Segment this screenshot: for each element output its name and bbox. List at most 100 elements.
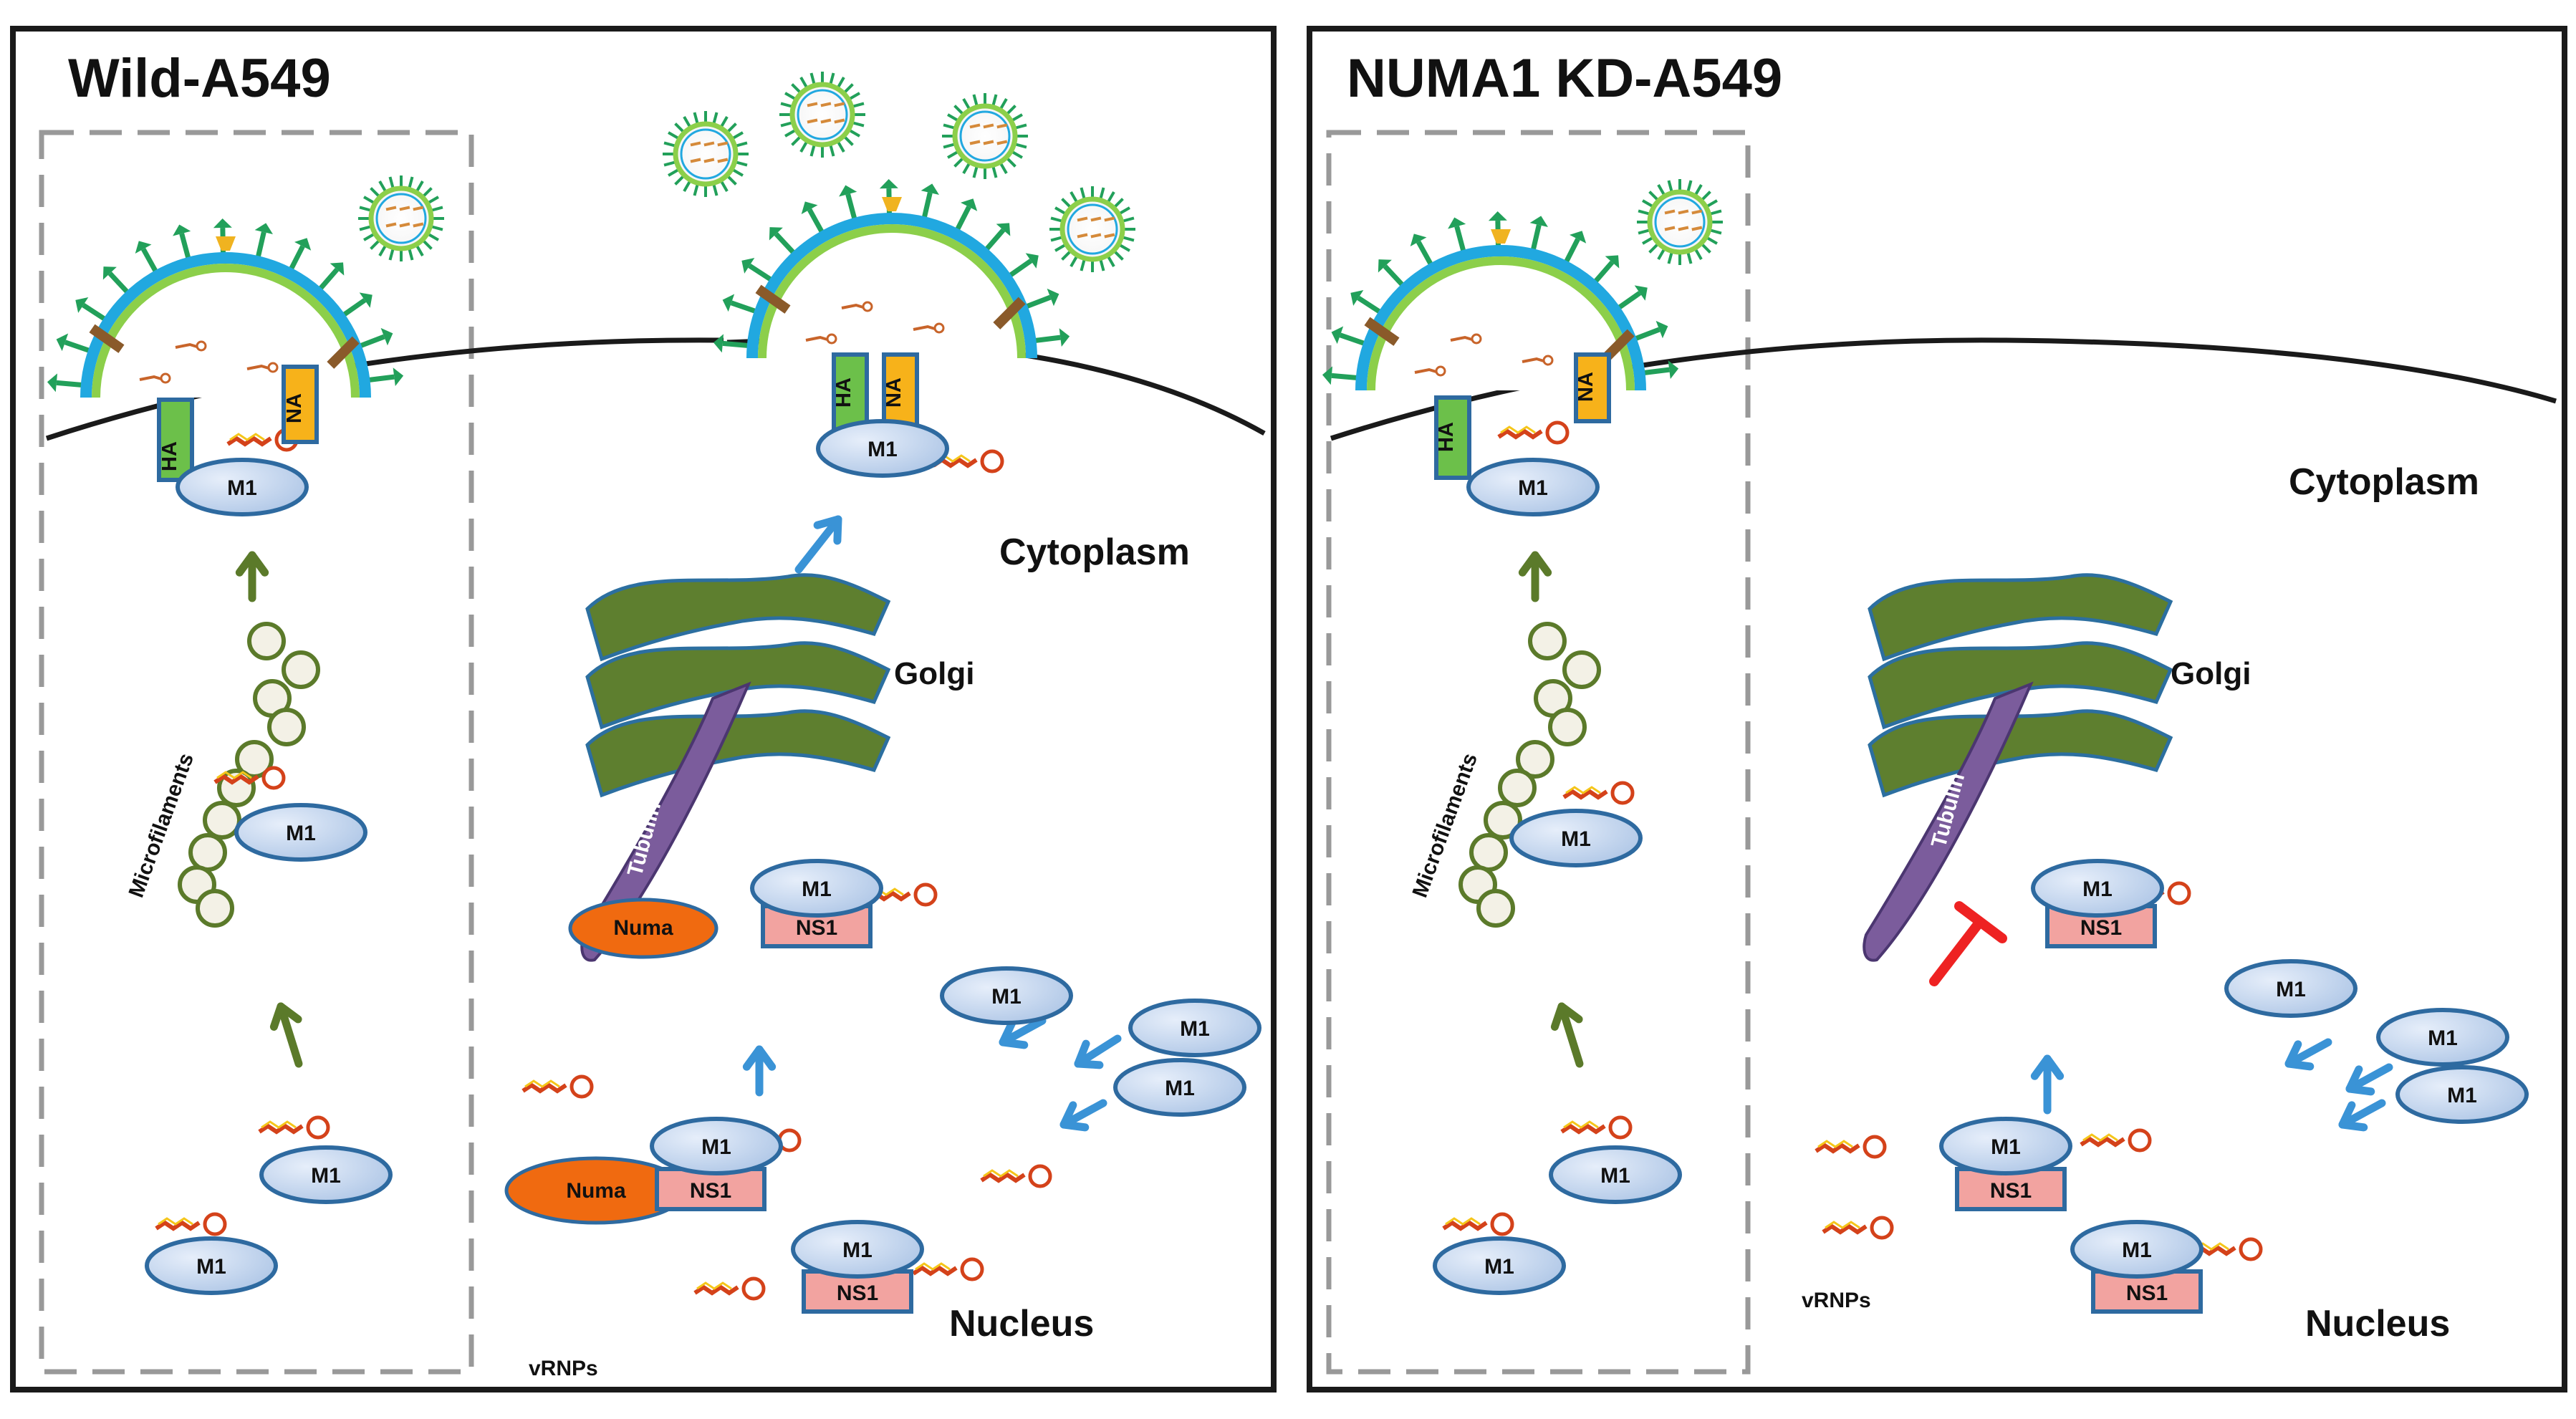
nucleus-label-left: Nucleus	[949, 1303, 1094, 1345]
spike-head	[1410, 234, 1427, 247]
m1-microfilament-left-label: M1	[286, 822, 316, 845]
vrnp-strand-2	[216, 771, 252, 779]
spike-head	[1668, 360, 1679, 380]
m1-numa-upper-label: M1	[802, 877, 832, 901]
vrnp-loop	[1028, 1164, 1052, 1188]
m1-free-6	[2395, 1065, 2529, 1124]
virion-segment	[1664, 226, 1676, 231]
m1-numa-lower	[650, 1117, 783, 1175]
ha-label-1: HA	[158, 441, 181, 471]
spike-head	[135, 241, 152, 254]
vrnp-strand	[1560, 1123, 1606, 1135]
m1-lower-right-1	[1549, 1145, 1682, 1204]
actin-bead	[1476, 889, 1515, 928]
vrnp-11	[912, 1257, 984, 1281]
spike-head	[996, 223, 1011, 236]
vrnp-loop	[1608, 1115, 1633, 1140]
actin-bead	[196, 889, 234, 928]
golgi-label-right: Golgi	[2171, 656, 2251, 691]
virion-inner	[1067, 203, 1118, 255]
virion-segment	[996, 140, 1008, 145]
virion-rna-loop	[1542, 355, 1554, 366]
arrow-head	[742, 1045, 777, 1071]
spike-head	[213, 218, 232, 229]
m1-nucleus-right-label: M1	[2122, 1238, 2152, 1262]
virion-segment	[703, 158, 715, 163]
virion-segment	[807, 102, 818, 107]
ns1-lower-right-label: NS1	[1990, 1179, 2032, 1203]
virion-segment	[834, 118, 845, 124]
spike-head	[1378, 259, 1392, 273]
arrow-shaft	[1074, 1034, 1122, 1068]
virion-shell	[952, 103, 1018, 169]
numa-upper	[568, 898, 719, 959]
golgi-cisterna	[1868, 573, 2173, 662]
spike-head	[921, 183, 939, 195]
virion-shell	[1059, 196, 1125, 262]
arrow-head	[1518, 551, 1552, 577]
vrnp-strand-2	[1565, 786, 1601, 794]
free-virion-1	[358, 175, 444, 261]
golgi-cisterna	[585, 573, 891, 662]
arrow-shaft	[1557, 1002, 1584, 1068]
virion-segment	[996, 123, 1008, 129]
virion-segment	[969, 140, 981, 145]
m1-free-1	[940, 966, 1073, 1025]
actin-bead	[1528, 622, 1567, 660]
m1-free-1-label: M1	[991, 985, 1022, 1009]
arrow-m1-in-1	[999, 1016, 1047, 1049]
virion-segment	[690, 141, 701, 147]
microfilaments-label-right: Microfilaments	[1408, 750, 1482, 900]
virion-rna-loop	[933, 322, 945, 334]
actin-bead	[247, 622, 286, 660]
inhibition-symbol	[1929, 901, 2007, 986]
virion-rna-loop	[196, 340, 207, 352]
virion-segment	[1077, 233, 1088, 239]
vrnp-loop	[980, 449, 1004, 473]
vrnp-10	[693, 1276, 766, 1301]
microfilament-left	[178, 622, 320, 928]
ha-label-2: HA	[832, 377, 855, 408]
ha-box-3	[1434, 395, 1471, 480]
m1-membrane-left-label: M1	[227, 476, 257, 500]
m1-numa-lower-label: M1	[701, 1135, 731, 1159]
spike-head	[713, 334, 724, 353]
arrow-nucleus-up-left	[742, 1045, 777, 1097]
top-protein	[882, 197, 902, 211]
m1-free-3-label: M1	[1165, 1077, 1195, 1100]
virion-segment	[1090, 233, 1102, 239]
m1-membrane-center	[816, 419, 949, 478]
m1-lower-left-1-label: M1	[311, 1164, 341, 1188]
spike-head	[769, 227, 783, 241]
vrnp-16	[1815, 1135, 1887, 1159]
spike-head	[294, 238, 312, 251]
arrow-nucleus-up-right	[2030, 1054, 2065, 1115]
ns1-upper-right-label: NS1	[2080, 916, 2122, 940]
virion-segment	[1691, 226, 1703, 231]
vrnp-loop	[2128, 1128, 2152, 1153]
virion-segment	[969, 123, 981, 129]
vrnp-strand	[226, 436, 272, 447]
virion-shell	[673, 121, 739, 187]
arrow-shaft	[2284, 1038, 2332, 1068]
virion-segment	[1077, 216, 1088, 222]
m1-free-4-label: M1	[2276, 978, 2306, 1001]
spike-head	[1059, 328, 1070, 347]
spike-head	[75, 297, 89, 313]
virion-rna	[1414, 367, 1437, 374]
m1-nucleus-left-label: M1	[842, 1238, 873, 1262]
spike-head	[961, 198, 978, 211]
virion-rna	[1450, 335, 1473, 342]
arrow-shaft	[794, 515, 842, 574]
spike-head	[1448, 217, 1466, 229]
virion-rna-loop	[862, 301, 873, 312]
actin-bead	[282, 650, 320, 689]
m1-upper-right	[2031, 859, 2164, 918]
spike-head	[722, 294, 735, 312]
m1-free-5	[2376, 1008, 2509, 1067]
tubulin-right	[1863, 681, 2034, 962]
spike-head	[1350, 290, 1364, 306]
arrow-up-lower-right	[1550, 1002, 1584, 1068]
